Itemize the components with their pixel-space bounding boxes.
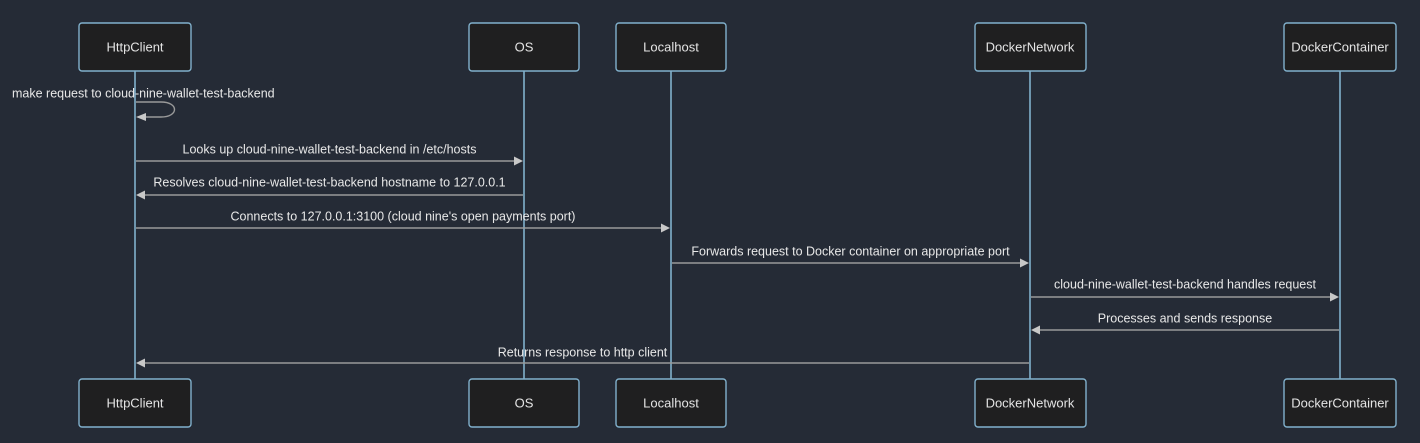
actor-top-localhost[interactable]: Localhost bbox=[615, 22, 727, 72]
arrowhead bbox=[1330, 292, 1339, 302]
actor-label: DockerNetwork bbox=[986, 395, 1075, 410]
message-8[interactable]: Returns response to http client bbox=[136, 345, 1029, 368]
message-4[interactable]: Connects to 127.0.0.1:3100 (cloud nine's… bbox=[136, 209, 670, 233]
arrowhead bbox=[661, 223, 670, 233]
actor-top-os[interactable]: OS bbox=[468, 22, 580, 72]
actor-label: DockerContainer bbox=[1291, 395, 1389, 410]
actor-label: HttpClient bbox=[106, 395, 163, 410]
actor-label: Localhost bbox=[643, 395, 699, 410]
actors-top-group: HttpClient OS Localhost DockerNetwork Docker… bbox=[78, 22, 1397, 72]
arrowhead bbox=[1031, 325, 1040, 335]
actor-box bbox=[78, 22, 192, 72]
actor-box bbox=[1283, 378, 1397, 428]
messages-group: make request to cloud-nine-wallet-test-b… bbox=[12, 86, 1339, 368]
message-label: Returns response to http client bbox=[498, 345, 668, 359]
actor-bottom-dockercontainer[interactable]: DockerContainer bbox=[1283, 378, 1397, 428]
actor-box bbox=[615, 378, 727, 428]
message-label: Looks up cloud-nine-wallet-test-backend … bbox=[183, 142, 477, 156]
arrowhead bbox=[514, 156, 523, 166]
message-7[interactable]: Processes and sends response bbox=[1031, 311, 1339, 335]
arrowhead bbox=[136, 190, 145, 200]
self-loop-path bbox=[136, 101, 176, 118]
actor-label: Localhost bbox=[643, 39, 699, 54]
arrowhead bbox=[136, 358, 145, 368]
message-1[interactable]: make request to cloud-nine-wallet-test-b… bbox=[12, 86, 275, 121]
arrowhead bbox=[1020, 258, 1029, 268]
message-3[interactable]: Resolves cloud-nine-wallet-test-backend … bbox=[136, 175, 523, 200]
actor-box bbox=[468, 22, 580, 72]
actor-box bbox=[1283, 22, 1397, 72]
actor-label: HttpClient bbox=[106, 39, 163, 54]
actor-bottom-httpclient[interactable]: HttpClient bbox=[78, 378, 192, 428]
actor-top-httpclient[interactable]: HttpClient bbox=[78, 22, 192, 72]
message-6[interactable]: cloud-nine-wallet-test-backend handles r… bbox=[1031, 277, 1339, 302]
actor-box bbox=[974, 22, 1087, 72]
actor-label: DockerNetwork bbox=[986, 39, 1075, 54]
message-label: Processes and sends response bbox=[1098, 311, 1272, 325]
actor-label: DockerContainer bbox=[1291, 39, 1389, 54]
actor-box bbox=[974, 378, 1087, 428]
arrowhead bbox=[136, 113, 146, 121]
actor-label: OS bbox=[515, 39, 534, 54]
actor-box bbox=[615, 22, 727, 72]
message-label: Forwards request to Docker container on … bbox=[691, 244, 1010, 258]
message-label: Connects to 127.0.0.1:3100 (cloud nine's… bbox=[231, 209, 576, 223]
actor-top-dockercontainer[interactable]: DockerContainer bbox=[1283, 22, 1397, 72]
actor-label: OS bbox=[515, 395, 534, 410]
message-label: make request to cloud-nine-wallet-test-b… bbox=[12, 86, 275, 100]
message-label: Resolves cloud-nine-wallet-test-backend … bbox=[153, 175, 505, 189]
actor-box bbox=[468, 378, 580, 428]
message-label: cloud-nine-wallet-test-backend handles r… bbox=[1054, 277, 1316, 291]
actor-bottom-localhost[interactable]: Localhost bbox=[615, 378, 727, 428]
lifelines-group bbox=[134, 71, 1341, 379]
actor-bottom-dockernetwork[interactable]: DockerNetwork bbox=[974, 378, 1087, 428]
actors-bottom-group: HttpClient OS Localhost DockerNetwork Docker… bbox=[78, 378, 1397, 428]
actor-top-dockernetwork[interactable]: DockerNetwork bbox=[974, 22, 1087, 72]
actor-box bbox=[78, 378, 192, 428]
message-2[interactable]: Looks up cloud-nine-wallet-test-backend … bbox=[136, 142, 523, 166]
actor-bottom-os[interactable]: OS bbox=[468, 378, 580, 428]
message-5[interactable]: Forwards request to Docker container on … bbox=[672, 244, 1029, 268]
